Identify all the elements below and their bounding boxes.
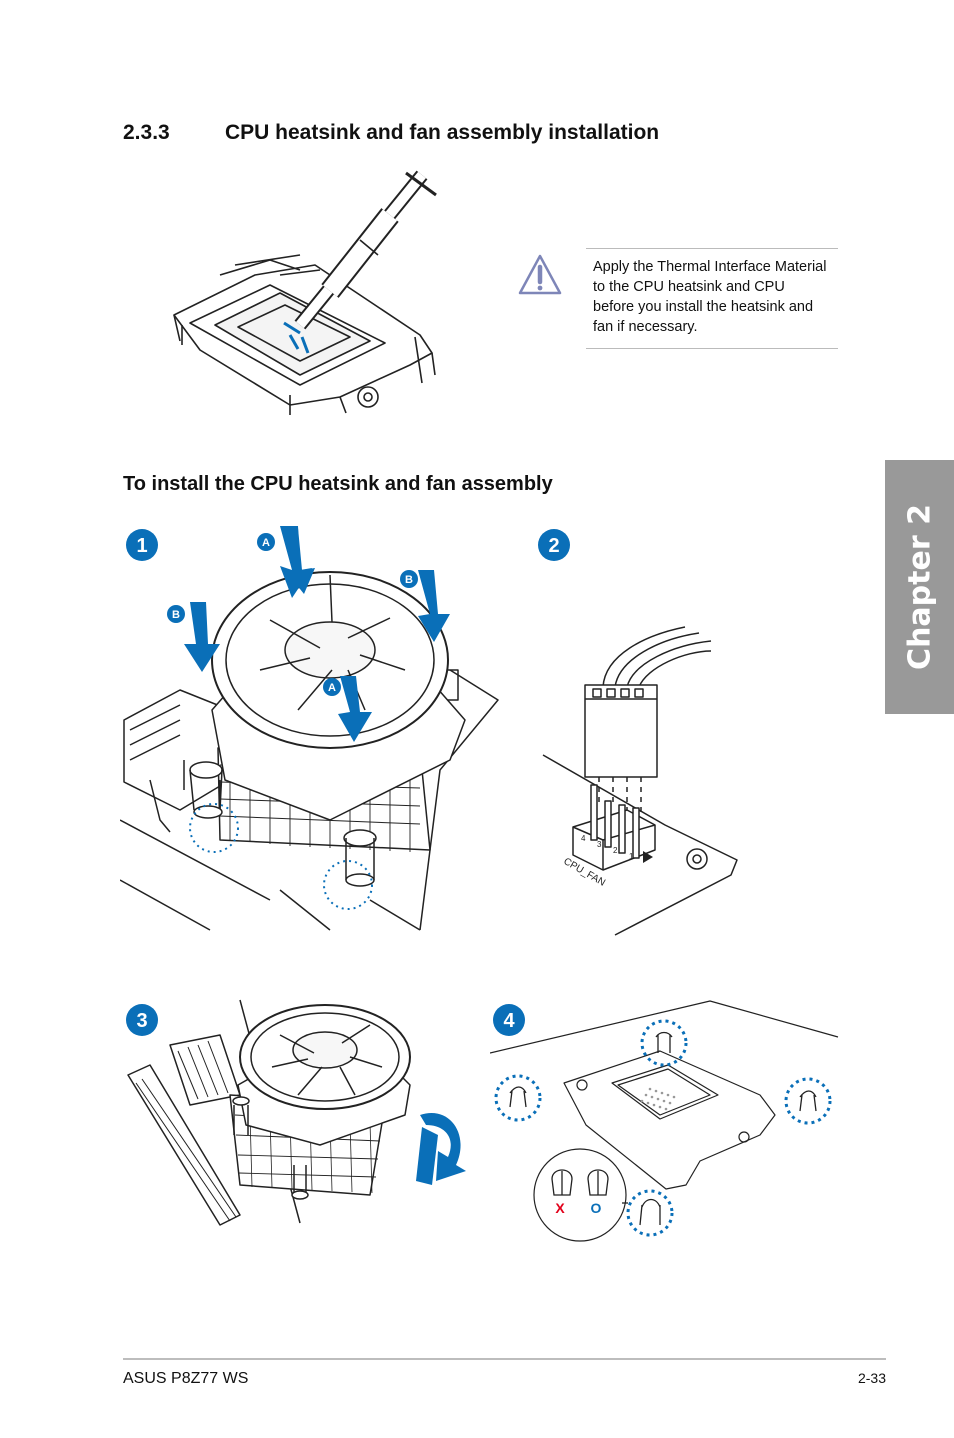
pin-label: 4 [581,834,586,843]
footer-rule [123,1358,886,1360]
step-number: 2 [548,535,559,557]
thermal-paste-illustration [173,170,437,415]
step-badge-1: 1 [126,529,158,561]
pin-label: 1 [629,852,634,861]
chapter-tab-label: Chapter 2 [902,504,937,670]
callout-a: A [262,537,270,549]
footer-page-number: 2-33 [857,1370,886,1386]
step-number: 1 [136,535,147,557]
step-badge-4: 4 [493,1004,525,1036]
callout-b: B [405,574,413,586]
step-badge-2: 2 [538,529,570,561]
note-text: Apply the Thermal Interface Material to … [593,257,843,337]
step3-illustration [127,999,466,1226]
note-line: fan if necessary. [593,319,698,335]
note-line: Apply the Thermal Interface Material [593,259,827,275]
wrong-mark: X [555,1200,565,1216]
note-top-rule [586,248,838,249]
note-line: before you install the heatsink and [593,299,814,315]
step4-illustration: X O [490,1000,839,1242]
section-number: 2.3.3 [123,121,170,144]
footer-product: ASUS P8Z77 WS [123,1370,249,1387]
step1-illustration: A B B A [120,526,499,931]
callout-b: B [172,609,180,621]
right-mark: O [591,1200,602,1216]
step2-illustration: 4 3 2 1 CPU_FAN [542,626,738,936]
section-title: CPU heatsink and fan assembly installati… [225,121,660,144]
subheading: To install the CPU heatsink and fan asse… [123,473,553,495]
note-line: to the CPU heatsink and CPU [593,279,785,295]
chapter-tab: Chapter 2 [885,460,954,714]
note-bottom-rule [586,348,838,349]
pin-label: 2 [613,846,618,855]
step-number: 3 [136,1010,147,1032]
step-number: 4 [503,1010,515,1032]
callout-a: A [328,682,336,694]
step-badge-3: 3 [126,1004,158,1036]
caution-icon [518,254,562,295]
pin-label: 3 [597,840,602,849]
